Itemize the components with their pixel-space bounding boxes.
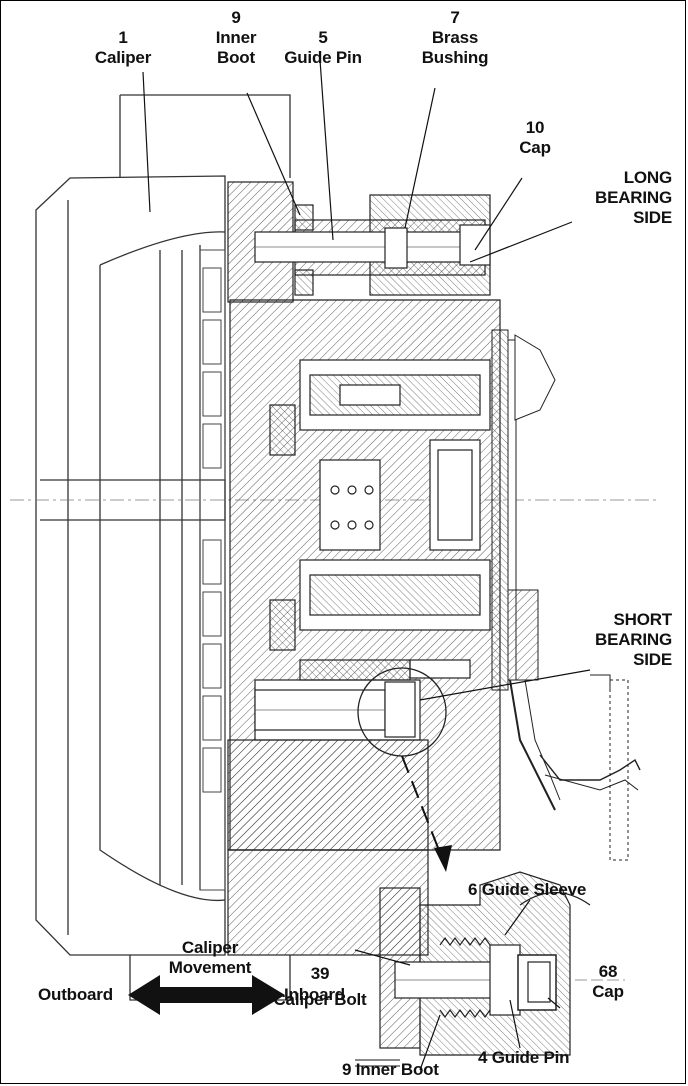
- callout-inner-boot-top-line2: Boot: [217, 48, 255, 67]
- callout-inner-boot-bottom: 9 Inner Boot: [342, 1060, 439, 1079]
- callout-cap-top-name: Cap: [519, 138, 551, 157]
- callout-caliper-bolt-name: Caliper Bolt: [273, 990, 367, 1009]
- callout-guide-sleeve: 6 Guide Sleeve: [468, 880, 587, 899]
- callout-brass-bushing-line1: Brass: [431, 28, 479, 47]
- leader-lines: [142, 59, 591, 1071]
- callout-caliper-number: 1: [118, 28, 128, 47]
- callout-caliper-bolt-number: 39: [310, 964, 330, 983]
- callout-long-bearing-line1: LONG: [623, 168, 673, 187]
- callout-cap-bottom-name: Cap: [592, 982, 624, 1001]
- brake-pad-blocks: [199, 249, 226, 891]
- callout-guide-pin-top-name: Guide Pin: [284, 48, 362, 67]
- callout-guide-pin-top-number: 5: [318, 28, 328, 47]
- callout-long-bearing-line3: SIDE: [633, 208, 672, 227]
- callout-brass-bushing: 7 Brass Bushing: [405, 8, 505, 68]
- lower-guide-pin-assembly: [227, 659, 429, 956]
- callout-brass-bushing-number: 7: [450, 8, 460, 27]
- movement-outboard-label: Outboard: [38, 985, 113, 1004]
- callout-cap-bottom-number: 68: [598, 962, 618, 981]
- callout-short-bearing-line2: BEARING: [595, 630, 672, 649]
- callout-long-bearing-line2: BEARING: [595, 188, 672, 207]
- upper-guide-pin-assembly: [227, 181, 491, 303]
- callout-inner-boot-top-number: 9: [231, 8, 241, 27]
- detail-view: [355, 871, 625, 1067]
- detail-arrowhead: [434, 845, 452, 872]
- callout-short-bearing-side: SHORT BEARING SIDE: [558, 610, 672, 670]
- callout-short-bearing-line1: SHORT: [613, 610, 672, 629]
- callout-caliper-bolt: 39 Caliper Bolt: [268, 964, 372, 1010]
- detail-leader: [401, 755, 443, 859]
- callout-caliper: 1 Caliper: [68, 28, 178, 68]
- callout-brass-bushing-line2: Bushing: [421, 48, 489, 67]
- movement-title: Caliper Movement: [150, 938, 270, 978]
- callout-caliper-name: Caliper: [94, 48, 152, 67]
- callout-inner-boot-top: 9 Inner Boot: [196, 8, 276, 68]
- callout-cap-top: 10 Cap: [500, 118, 570, 158]
- callout-cap-bottom: 68 Cap: [578, 962, 638, 1002]
- callout-guide-pin-top: 5 Guide Pin: [268, 28, 378, 68]
- caliper-movement-arrow: [128, 975, 285, 1015]
- movement-inboard-label: Inboard: [284, 985, 345, 1004]
- callout-long-bearing-side: LONG BEARING SIDE: [560, 168, 672, 228]
- movement-title-line1: Caliper: [181, 938, 239, 957]
- callout-guide-pin-bottom: 4 Guide Pin: [478, 1048, 570, 1067]
- callout-cap-top-number: 10: [525, 118, 545, 137]
- actuator-column: [491, 329, 641, 861]
- callout-inner-boot-top-line1: Inner: [215, 28, 257, 47]
- movement-title-line2: Movement: [168, 958, 252, 977]
- callout-short-bearing-line3: SIDE: [633, 650, 672, 669]
